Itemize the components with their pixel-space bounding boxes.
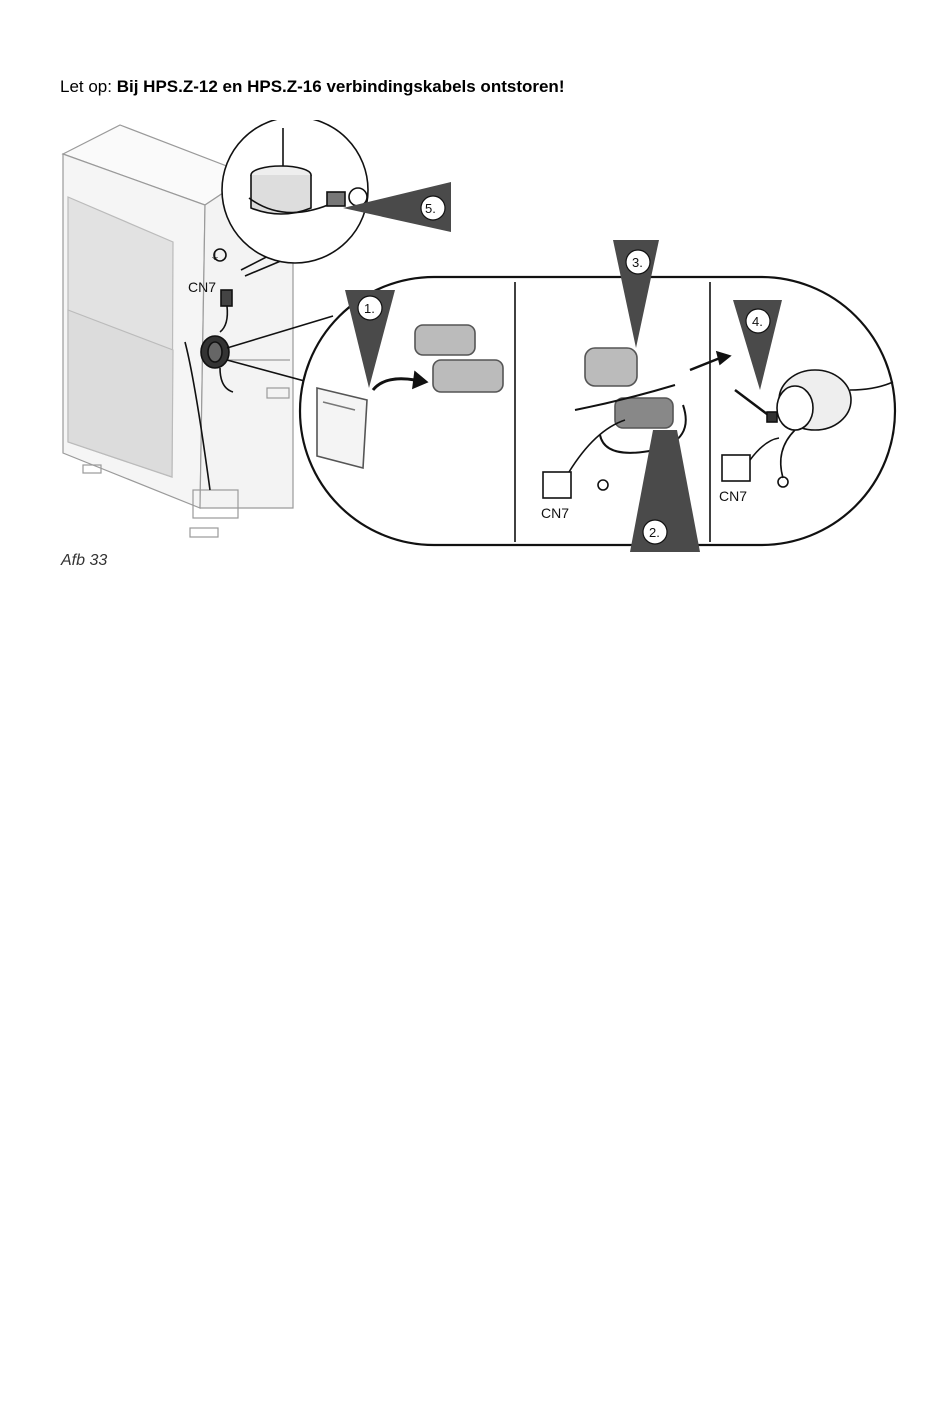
step-2-label: 2. xyxy=(649,525,660,540)
step-1-label: 1. xyxy=(364,301,375,316)
step-4-label: 4. xyxy=(752,314,763,329)
cn7-unit-label: CN7 xyxy=(188,279,216,295)
cn7-panel2-label: CN7 xyxy=(541,505,569,521)
warning-heading: Let op: Bij HPS.Z-12 en HPS.Z-16 verbind… xyxy=(60,77,564,97)
figure-caption: Afb 33 xyxy=(61,552,107,570)
step-3-label: 3. xyxy=(632,255,643,270)
step-5-label: 5. xyxy=(425,201,436,216)
installation-figure: ⏚ CN7 5. xyxy=(55,120,900,552)
cn7-panel3-label: CN7 xyxy=(719,488,747,504)
svg-text:⏚: ⏚ xyxy=(210,252,219,262)
warning-lead: Let op: xyxy=(60,77,117,96)
warning-text: Bij HPS.Z-12 en HPS.Z-16 verbindingskabe… xyxy=(117,77,565,96)
